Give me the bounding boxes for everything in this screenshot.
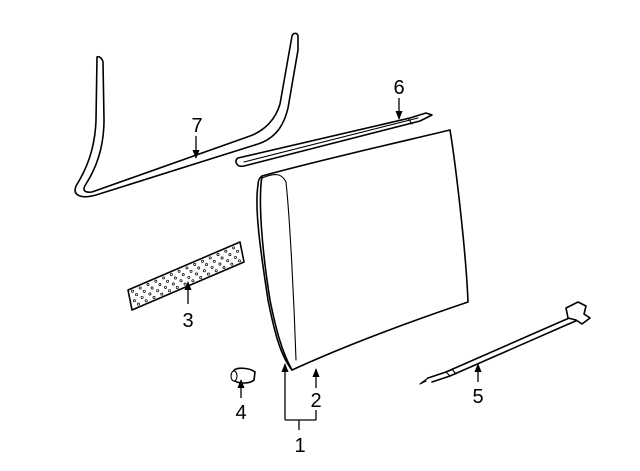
perforation-dot: [187, 275, 191, 279]
perforation-dot: [138, 286, 142, 290]
perforation-dot: [169, 273, 173, 276]
plug-cap-part: [230, 367, 256, 384]
perforation-dot: [236, 249, 240, 253]
callout-1-label: 1: [294, 435, 305, 457]
perforation-dot: [166, 279, 170, 283]
perforation-dot: [238, 259, 241, 263]
perforation-dot: [205, 263, 208, 267]
callout-3-label: 3: [182, 310, 193, 332]
perforation-dot: [214, 269, 218, 273]
perforation-dot: [136, 302, 140, 306]
perforation-dot: [162, 276, 166, 280]
perforation-dot: [181, 273, 185, 277]
perforation-dot: [206, 272, 210, 276]
perforation-dot: [230, 262, 234, 266]
perforation-dot: [197, 266, 201, 270]
weatherstrip-seal-part: [74, 32, 299, 198]
perforation-dot: [232, 246, 236, 250]
perforation-dot: [148, 292, 152, 296]
perforation-dot: [189, 269, 193, 273]
perforation-dot: [152, 296, 156, 299]
perforation-dot: [222, 266, 226, 269]
callout-leaders: [184, 98, 482, 430]
perforation-dot: [216, 253, 220, 256]
perforation-dot: [224, 249, 228, 253]
perforation-dot: [228, 253, 232, 257]
perforation-dot: [195, 272, 199, 276]
callout-7-label: 7: [191, 115, 202, 137]
perforation-dot: [160, 292, 164, 296]
perforation-dot: [146, 283, 150, 286]
perforation-dot: [191, 279, 195, 283]
perforation-dot: [201, 259, 204, 263]
perforation-dot: [212, 259, 216, 263]
perforation-dot: [179, 279, 183, 283]
perforation-dot: [185, 266, 189, 270]
perforation-dot: [193, 263, 197, 266]
perforation-dot: [156, 289, 160, 293]
perforation-dot: [177, 269, 181, 273]
perforation-dot: [202, 269, 206, 273]
perforation-dot: [210, 265, 214, 269]
perforation-dot: [234, 255, 237, 259]
callout-2-label: 2: [310, 390, 321, 412]
perforation-dot: [135, 293, 138, 297]
door-check-strap-part: [419, 301, 591, 385]
perforation-dot: [131, 289, 134, 293]
perforation-dot: [158, 283, 162, 287]
perforation-dot: [154, 279, 158, 283]
perforation-dot: [175, 286, 179, 289]
belt-molding-part: [235, 112, 433, 168]
perforation-dot: [132, 299, 136, 303]
applique-plate-part: [127, 241, 245, 311]
perforation-dot: [142, 289, 146, 293]
door-outer-panel-part: [256, 129, 469, 371]
perforation-dot: [220, 256, 224, 260]
perforation-dot: [173, 276, 177, 280]
perforation-dots: [131, 246, 241, 306]
perforation-dot: [164, 285, 167, 289]
perforation-dot: [150, 286, 154, 290]
perforation-dot: [199, 276, 203, 279]
perforation-dot: [144, 299, 148, 303]
callout-6-label: 6: [393, 77, 404, 99]
perforation-dot: [208, 256, 212, 260]
callout-5-label: 5: [472, 386, 483, 408]
perforation-dot: [168, 289, 171, 293]
callout-4-label: 4: [235, 402, 246, 424]
perforation-dot: [218, 262, 222, 266]
perforation-dot: [140, 295, 144, 299]
perforation-dot: [226, 259, 230, 263]
perforation-dot: [171, 282, 175, 286]
